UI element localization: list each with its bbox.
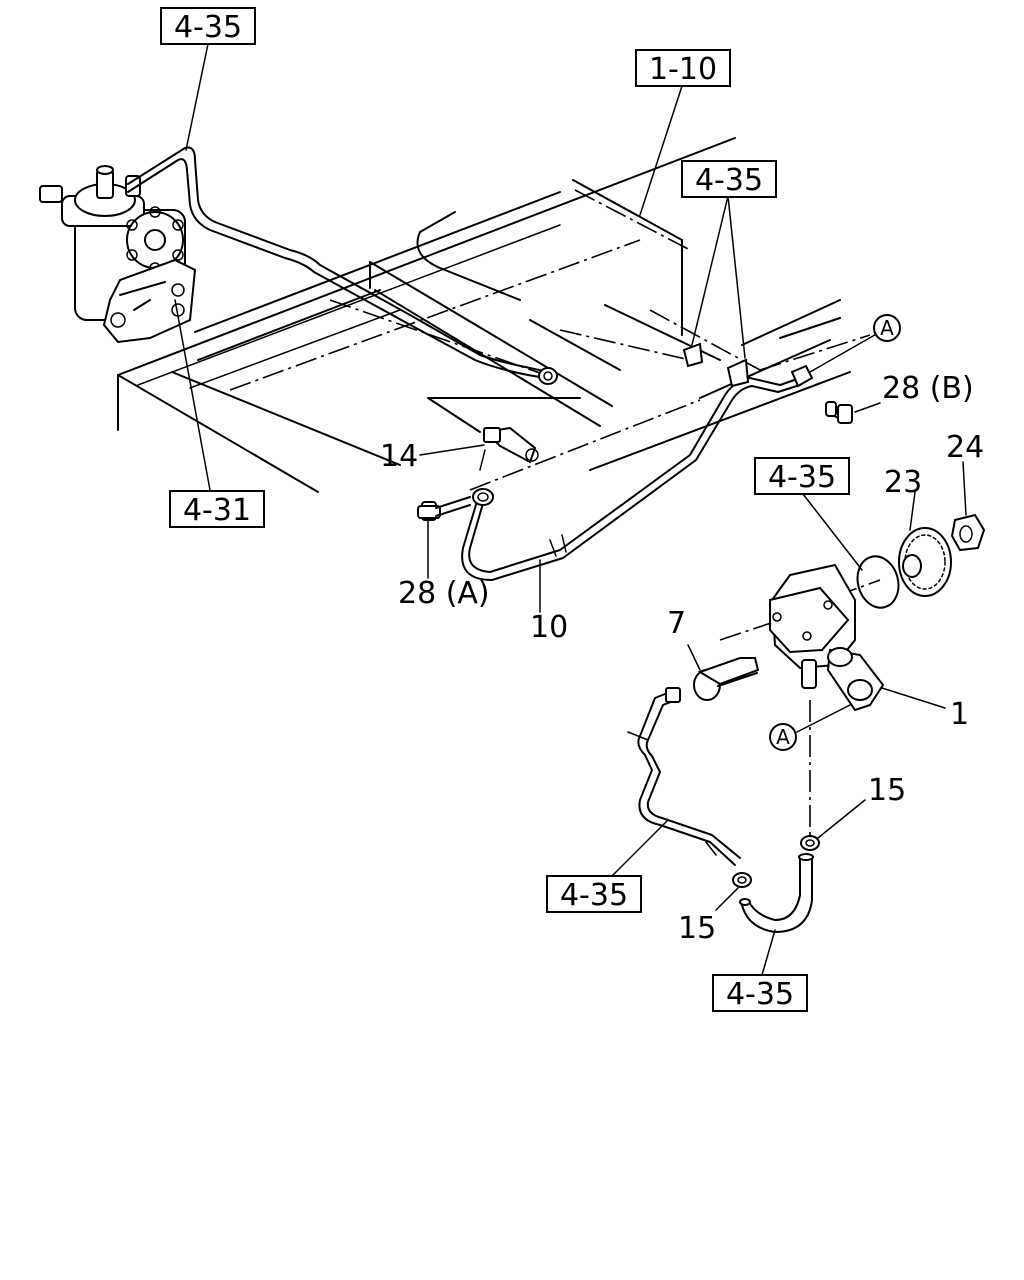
ref-box-label: 4-35	[174, 10, 242, 45]
leader-lines	[174, 43, 967, 976]
connector-a-lower: A	[769, 723, 797, 751]
ref-box-1-10[interactable]: 1-10	[635, 49, 731, 87]
connector-a-upper: A	[873, 314, 901, 342]
vacuum-hose	[739, 853, 814, 933]
ref-box-label: 1-10	[649, 52, 717, 87]
connector-label: A	[776, 725, 790, 749]
ref-box-label: 4-35	[695, 163, 763, 198]
ref-box-label: 4-35	[768, 460, 836, 495]
part-label-24: 24	[946, 430, 984, 465]
vacuum-pump	[769, 563, 885, 712]
clip-15-lower	[732, 872, 752, 888]
part-label-7: 7	[667, 606, 686, 641]
ref-box-4-35-pump[interactable]: 4-35	[754, 457, 850, 495]
part-label-23: 23	[884, 465, 922, 500]
ref-box-label: 4-35	[726, 977, 794, 1012]
nut-24	[950, 513, 986, 552]
ref-box-4-31[interactable]: 4-31	[169, 490, 265, 528]
return-pipe	[461, 342, 814, 581]
ref-box-4-35-hose[interactable]: 4-35	[712, 974, 808, 1012]
connector-label: A	[880, 316, 894, 340]
part-label-10: 10	[530, 610, 568, 645]
part-label-28a: 28 (A)	[398, 576, 490, 611]
part-label-14: 14	[380, 439, 418, 474]
vacuum-pipe	[627, 687, 741, 866]
pressure-pipe	[127, 146, 558, 385]
part-label-15-lower: 15	[678, 911, 716, 946]
ref-box-4-35-top-left[interactable]: 4-35	[160, 7, 256, 45]
chassis-frame	[117, 137, 881, 840]
drive-gear-23	[898, 527, 952, 597]
pump-assembly-left	[39, 165, 197, 344]
clip-15-upper	[800, 835, 820, 851]
ref-box-4-35-upper-right[interactable]: 4-35	[681, 160, 777, 198]
ref-box-4-35-pipe[interactable]: 4-35	[546, 875, 642, 913]
part-label-15-upper: 15	[868, 773, 906, 808]
eye-bolt-28a	[417, 496, 471, 521]
o-ring	[856, 555, 900, 609]
part-label-1: 1	[950, 697, 969, 732]
bracket-clamp	[427, 397, 581, 471]
eye-bolt-28b	[825, 401, 853, 424]
ref-box-label: 4-35	[560, 878, 628, 913]
ref-box-label: 4-31	[183, 493, 251, 528]
part-label-28b: 28 (B)	[882, 371, 974, 406]
bolt-7	[693, 657, 760, 701]
